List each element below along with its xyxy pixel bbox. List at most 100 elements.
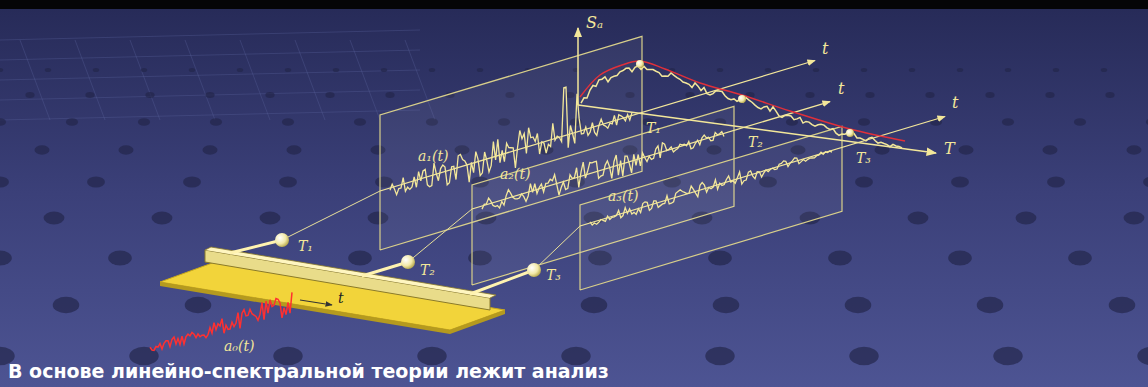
floor-dot [813, 68, 819, 72]
oscillator-mass [401, 255, 415, 269]
oscillator-mass [527, 263, 541, 277]
floor-dot [477, 68, 483, 72]
period-axis [578, 105, 936, 153]
floor-dot [44, 212, 65, 225]
floor-dot [202, 145, 217, 154]
floor-dot [958, 145, 973, 154]
floor-dot [118, 145, 133, 154]
floor-dot [429, 68, 435, 72]
floor-dot [53, 297, 80, 314]
floor-dot [354, 118, 366, 126]
floor-dot [1124, 212, 1145, 225]
floor-dot [185, 297, 212, 314]
floor-dot [1047, 176, 1065, 187]
grid-line [0, 30, 420, 40]
floor-dot [828, 251, 852, 266]
time-axis [580, 117, 945, 227]
floor-dot [861, 68, 867, 72]
grid-line [20, 40, 50, 120]
rod-top [205, 247, 496, 298]
floor-dot [1101, 68, 1107, 72]
ground-signal [150, 292, 292, 350]
floor-dot [34, 145, 49, 154]
floor-dot [1016, 212, 1037, 225]
axis-label: a₃(t) [608, 188, 639, 204]
floor-dot [108, 251, 132, 266]
motion-arrow [300, 300, 332, 305]
top-band [0, 0, 1148, 9]
axis-label: t [338, 290, 344, 306]
oscillator-stem [362, 262, 408, 276]
floor-dot [87, 176, 105, 187]
grid-line [0, 70, 420, 80]
floor-dot [849, 347, 878, 365]
floor-dot [1045, 92, 1054, 98]
axis-label: a₀(t) [224, 338, 255, 354]
oscillator-stem [470, 270, 534, 294]
spectrum-curve [581, 66, 902, 148]
oscillator-mass [275, 233, 289, 247]
floor-dot [45, 68, 51, 72]
floor-dot [381, 68, 387, 72]
floor-dot [705, 347, 734, 365]
floor-dot [951, 176, 969, 187]
grid-line [350, 40, 380, 120]
floor-dot [1126, 145, 1141, 154]
floor-dot [282, 118, 294, 126]
floor-dot [93, 68, 99, 72]
floor-dot [1146, 118, 1148, 126]
floor-dot [765, 68, 771, 72]
floor-dot [348, 251, 372, 266]
floor-dot [66, 118, 78, 126]
response-signal [590, 151, 832, 225]
sa-axis [577, 28, 579, 105]
floor-dot [977, 297, 1004, 314]
leader-line [408, 209, 472, 262]
axis-label: T₂ [420, 262, 435, 278]
floor-dot [1109, 297, 1136, 314]
floor-dot [141, 68, 147, 72]
floor-dot [279, 176, 297, 187]
floor-dot [145, 92, 154, 98]
floor-dot [265, 92, 274, 98]
signal-panels [282, 36, 945, 290]
floor-dot [805, 92, 814, 98]
floor-dot [909, 68, 915, 72]
spectrum-point [738, 95, 746, 103]
floor-dot [855, 176, 873, 187]
floor-dot [581, 297, 608, 314]
oscillator-stem [230, 240, 282, 253]
axis-label: a₂(t) [500, 166, 531, 182]
floor-dot [1068, 251, 1092, 266]
grid-line [75, 40, 105, 120]
floor-dot [717, 68, 723, 72]
shaking-table [150, 233, 541, 350]
axis-label: T₃ [856, 150, 871, 166]
floor-dot [708, 251, 732, 266]
floor-dot [957, 68, 963, 72]
spectrum-envelope [580, 61, 905, 141]
axis-label: t [838, 80, 844, 98]
leader-line [534, 226, 580, 270]
floor-dot [993, 347, 1022, 365]
floor-dot [285, 68, 291, 72]
floor-dot [1105, 92, 1114, 98]
floor-dot [0, 118, 6, 126]
axis-label: T₁ [646, 120, 661, 136]
floor-dot [325, 92, 334, 98]
axis-label: t [822, 40, 828, 58]
grid-line [0, 90, 420, 100]
floor-dot [260, 212, 281, 225]
floor-dot [0, 176, 9, 187]
floor-dot [1074, 118, 1086, 126]
floor-dot [925, 92, 934, 98]
floor-dot [333, 68, 339, 72]
caption: В основе линейно-спектральной теории леж… [8, 361, 609, 382]
floor-dot [985, 92, 994, 98]
response-spectrum [578, 28, 936, 153]
floor-dot [845, 297, 872, 314]
floor-dot [1005, 68, 1011, 72]
axis-label: t [952, 94, 958, 112]
